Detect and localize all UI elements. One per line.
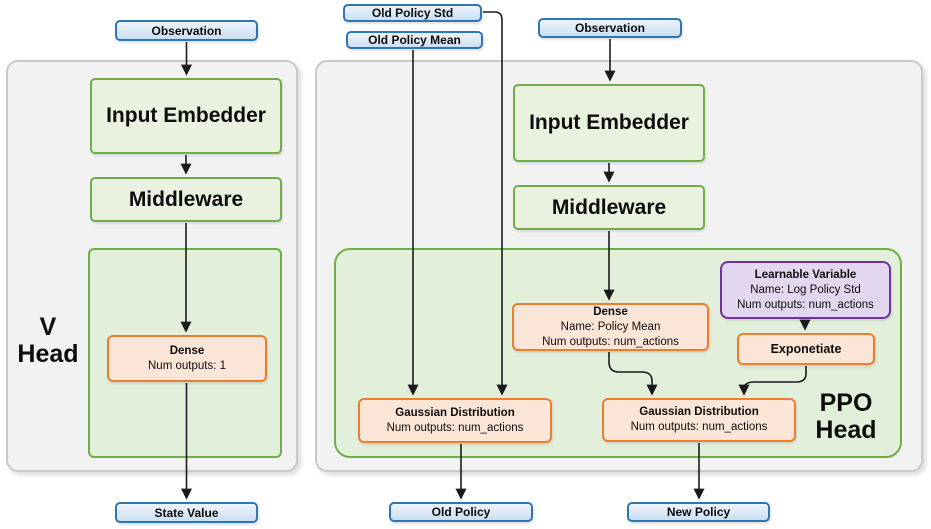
node-input-embedder-right-label: Input Embedder <box>529 111 689 134</box>
node-state-value-label: State Value <box>154 505 219 520</box>
node-dense-policy-mean: Dense Name: Policy Mean Num outputs: num… <box>512 303 709 351</box>
node-observation-right: Observation <box>538 18 682 38</box>
node-learnable-variable-name: Name: Log Policy Std <box>750 283 861 296</box>
ppo-head-label-line1: PPO <box>819 389 873 417</box>
node-middleware-right: Middleware <box>513 185 705 230</box>
node-new-policy: New Policy <box>627 502 770 522</box>
node-old-policy-label: Old Policy <box>431 505 491 519</box>
node-state-value: State Value <box>115 502 258 523</box>
node-input-embedder-left: Input Embedder <box>90 78 282 154</box>
node-input-embedder-left-label: Input Embedder <box>106 104 266 127</box>
node-old-policy-mean: Old Policy Mean <box>346 31 483 49</box>
node-gaussian-new-outputs: Num outputs: num_actions <box>630 421 768 433</box>
node-learnable-variable-title: Learnable Variable <box>754 268 857 281</box>
node-dense-v-title: Dense <box>169 344 205 357</box>
node-dense-policy-mean-outputs: Num outputs: num_actions <box>542 335 679 348</box>
node-dense-policy-mean-name: Name: Policy Mean <box>560 320 661 333</box>
v-head-label: V Head <box>8 314 88 368</box>
node-new-policy-label: New Policy <box>666 505 731 519</box>
node-exponetiate: Exponetiate <box>737 333 875 365</box>
node-dense-v-outputs: Num outputs: 1 <box>148 359 226 372</box>
node-dense-policy-mean-title: Dense <box>593 305 628 318</box>
node-middleware-left: Middleware <box>90 177 282 222</box>
node-gaussian-old: Gaussian Distribution Num outputs: num_a… <box>358 398 552 443</box>
node-dense-v: Dense Num outputs: 1 <box>107 335 267 382</box>
ppo-head-label-line2: Head <box>815 416 877 444</box>
node-gaussian-old-outputs: Num outputs: num_actions <box>386 421 524 434</box>
node-gaussian-new-title: Gaussian Distribution <box>639 406 759 418</box>
v-head-label-line2: Head <box>17 340 79 368</box>
node-observation-left: Observation <box>115 20 258 41</box>
node-old-policy-std-label: Old Policy Std <box>371 6 454 20</box>
node-middleware-left-label: Middleware <box>128 187 244 211</box>
node-old-policy: Old Policy <box>389 502 533 522</box>
node-exponetiate-label: Exponetiate <box>770 341 842 356</box>
node-learnable-variable: Learnable Variable Name: Log Policy Std … <box>720 261 891 319</box>
node-observation-left-label: Observation <box>151 23 222 38</box>
node-old-policy-mean-label: Old Policy Mean <box>368 33 461 47</box>
node-learnable-variable-outputs: Num outputs: num_actions <box>737 298 874 311</box>
node-middleware-right-label: Middleware <box>551 195 667 219</box>
node-input-embedder-right: Input Embedder <box>513 84 705 162</box>
node-old-policy-std: Old Policy Std <box>343 4 482 22</box>
ppo-head-label: PPO Head <box>806 390 886 444</box>
node-observation-right-label: Observation <box>574 21 646 35</box>
node-gaussian-new: Gaussian Distribution Num outputs: num_a… <box>602 398 796 442</box>
v-head-label-line1: V <box>39 313 57 341</box>
node-gaussian-old-title: Gaussian Distribution <box>395 406 515 419</box>
